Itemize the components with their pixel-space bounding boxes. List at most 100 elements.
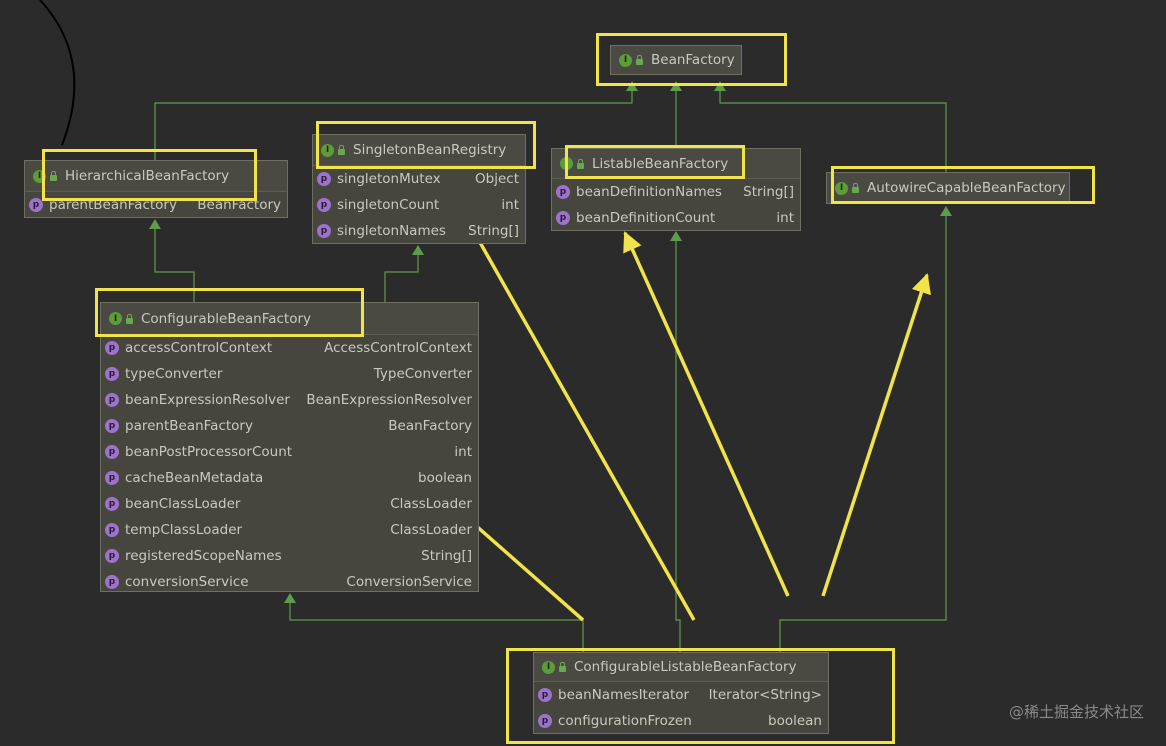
node-singleton-bean-registry[interactable]: I SingletonBeanRegistry p singletonMutex… [312, 134, 526, 244]
watermark: @稀土掘金技术社区 [1008, 703, 1144, 721]
property-icon: p [317, 172, 331, 186]
member-row[interactable]: p beanNamesIterator Iterator<String> [534, 682, 828, 708]
lock-icon [126, 313, 133, 324]
member-name: registeredScopeNames [125, 548, 282, 564]
annotation-arrow-singleton [450, 191, 696, 621]
node-title: ListableBeanFactory [592, 155, 729, 172]
member-name: beanClassLoader [125, 496, 241, 512]
property-icon: p [556, 211, 570, 225]
highlight-listable [565, 145, 745, 179]
member-row[interactable]: p typeConverter TypeConverter [101, 361, 478, 387]
lock-icon [50, 171, 57, 181]
member-type: String[] [743, 184, 794, 200]
edge-hierarchical-to-beanfactory [154, 81, 638, 160]
member-name: beanDefinitionCount [576, 210, 716, 226]
member-row[interactable]: p registeredScopeNames String[] [101, 543, 478, 569]
node-listable-bean-factory[interactable]: I ListableBeanFactory p beanDefinitionNa… [551, 148, 801, 231]
member-name: beanNamesIterator [558, 687, 690, 703]
member-type: ClassLoader [390, 496, 472, 512]
node-title: AutowireCapableBeanFactory [867, 180, 1066, 196]
highlight-bean-factory [596, 33, 787, 86]
property-icon: p [105, 341, 119, 355]
highlight-singleton [316, 121, 536, 169]
node-configurable-listable-bean-factory[interactable]: I ConfigurableListableBeanFactory p bean… [533, 652, 829, 734]
property-icon: p [105, 393, 119, 407]
node-title: BeanFactory [651, 52, 735, 68]
property-icon: p [29, 198, 43, 212]
node-hierarchical-bean-factory[interactable]: I HierarchicalBeanFactory p parentBeanFa… [24, 160, 288, 218]
edge-cl-to-listable [670, 231, 682, 652]
annotation-arrow-listable [623, 231, 790, 597]
annotation-arrow-autowire [821, 273, 931, 597]
interface-icon: I [109, 312, 122, 325]
member-name: singletonMutex [337, 171, 441, 187]
member-type: ConversionService [346, 574, 472, 590]
member-row[interactable]: p beanExpressionResolver BeanExpressionRes… [101, 387, 478, 413]
member-name: cacheBeanMetadata [125, 470, 264, 486]
highlight-hierarchical [42, 149, 257, 201]
edge-configurable-to-hierarchical [149, 219, 195, 302]
edge-autowire-to-beanfactory [714, 81, 947, 172]
member-row[interactable]: p beanDefinitionNames String[] [552, 179, 800, 205]
member-type: int [501, 197, 519, 213]
member-type: String[] [421, 548, 472, 564]
highlight-autowire [831, 166, 1095, 204]
property-icon: p [105, 419, 119, 433]
node-title: ConfigurableListableBeanFactory [574, 659, 797, 675]
member-type: Iterator<String> [708, 687, 822, 703]
node-title: HierarchicalBeanFactory [65, 168, 230, 184]
member-name: singletonNames [337, 223, 446, 239]
member-row[interactable]: p parentBeanFactory BeanFactory [25, 192, 287, 218]
member-name: tempClassLoader [125, 522, 243, 538]
property-icon: p [317, 224, 331, 238]
property-icon: p [105, 575, 119, 589]
lock-icon [852, 183, 859, 193]
member-name: beanExpressionResolver [125, 392, 290, 408]
property-icon: p [105, 471, 119, 485]
member-name: beanDefinitionNames [576, 184, 722, 200]
property-icon: p [538, 688, 552, 702]
member-type: int [776, 210, 794, 226]
lock-icon [559, 662, 566, 672]
member-type: BeanFactory [388, 418, 472, 434]
lock-icon [577, 158, 584, 169]
lock-icon [636, 55, 643, 65]
member-row[interactable]: p tempClassLoader ClassLoader [101, 517, 478, 543]
interface-icon: I [542, 660, 555, 674]
member-name: configurationFrozen [558, 713, 692, 729]
interface-icon: I [321, 143, 334, 157]
member-type: String[] [468, 223, 519, 239]
member-row[interactable]: p singletonNames String[] [313, 218, 525, 244]
member-row[interactable]: p singletonMutex Object [313, 166, 525, 192]
member-row[interactable]: p beanDefinitionCount int [552, 205, 800, 231]
node-title: SingletonBeanRegistry [353, 142, 507, 158]
lock-icon [338, 145, 345, 155]
property-icon: p [105, 549, 119, 563]
member-name: typeConverter [125, 366, 223, 382]
property-icon: p [105, 523, 119, 537]
member-name: parentBeanFactory [125, 418, 253, 434]
member-row[interactable]: p parentBeanFactory BeanFactory [101, 413, 478, 439]
node-title: ConfigurableBeanFactory [141, 310, 312, 327]
member-name: beanPostProcessorCount [125, 444, 293, 460]
member-row[interactable]: p singletonCount int [313, 192, 525, 218]
node-bean-factory[interactable]: I BeanFactory [610, 45, 742, 75]
property-icon: p [105, 367, 119, 381]
highlight-configurable [95, 288, 364, 337]
member-type: TypeConverter [373, 366, 472, 382]
member-type: AccessControlContext [324, 340, 472, 356]
property-icon: p [317, 198, 331, 212]
member-type: ClassLoader [390, 522, 472, 538]
node-autowire-capable-bean-factory[interactable]: I AutowireCapableBeanFactory [826, 172, 1070, 204]
member-type: Object [475, 171, 519, 187]
member-row[interactable]: p configurationFrozen boolean [534, 708, 828, 734]
member-type: BeanExpressionResolver [306, 392, 472, 408]
member-type: BeanFactory [197, 197, 281, 213]
member-name: parentBeanFactory [49, 197, 177, 213]
